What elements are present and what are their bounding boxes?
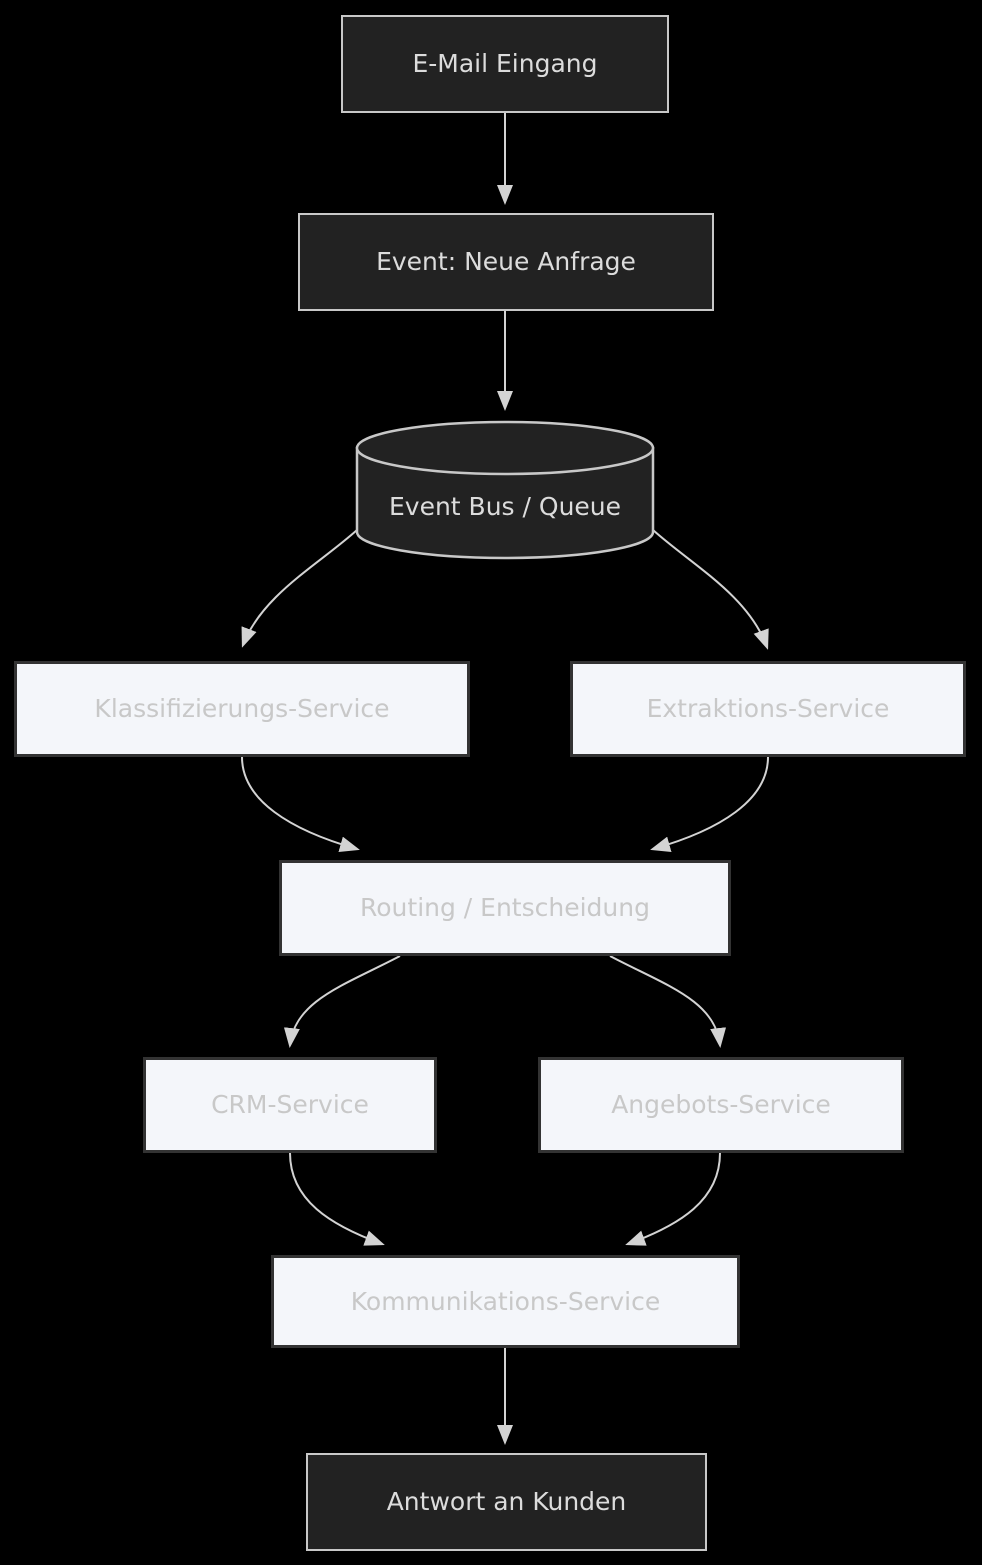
node-label: Angebots-Service — [611, 1090, 831, 1119]
node-angebots-service[interactable]: Angebots-Service — [538, 1057, 904, 1153]
node-event-neue-anfrage[interactable]: Event: Neue Anfrage — [298, 213, 714, 311]
edge-crm-to-kommunikation — [289, 1152, 385, 1246]
edge-routing-to-crm — [283, 955, 401, 1048]
node-label: CRM-Service — [211, 1090, 369, 1119]
node-extraktions-service[interactable]: Extraktions-Service — [570, 661, 966, 757]
node-event-bus-queue[interactable]: Event Bus / Queue — [355, 420, 655, 560]
node-kommunikations-service[interactable]: Kommunikations-Service — [271, 1255, 740, 1348]
node-routing-entscheidung[interactable]: Routing / Entscheidung — [279, 860, 731, 956]
node-label: Routing / Entscheidung — [360, 893, 650, 922]
node-email-eingang[interactable]: E-Mail Eingang — [341, 15, 669, 113]
node-label: Klassifizierungs-Service — [94, 694, 390, 723]
edge-klassifizierung-to-routing — [241, 756, 360, 853]
edge-extraktion-to-routing — [650, 756, 769, 853]
edge-routing-to-angebot — [609, 955, 727, 1048]
edge-angebot-to-kommunikation — [625, 1152, 721, 1246]
edge-bus-to-extraktion — [652, 529, 769, 650]
node-klassifizierungs-service[interactable]: Klassifizierungs-Service — [14, 661, 470, 757]
node-crm-service[interactable]: CRM-Service — [143, 1057, 437, 1153]
node-label: Extraktions-Service — [646, 694, 890, 723]
node-label: Kommunikations-Service — [350, 1286, 661, 1316]
node-label: Antwort an Kunden — [386, 1487, 627, 1516]
cylinder-shape — [355, 420, 655, 560]
edge-bus-to-klassifizierung — [241, 529, 358, 648]
node-label: Event Bus / Queue — [388, 492, 622, 521]
node-label: E-Mail Eingang — [412, 49, 598, 78]
node-label: Event: Neue Anfrage — [376, 247, 636, 276]
node-antwort-an-kunden[interactable]: Antwort an Kunden — [306, 1453, 707, 1551]
